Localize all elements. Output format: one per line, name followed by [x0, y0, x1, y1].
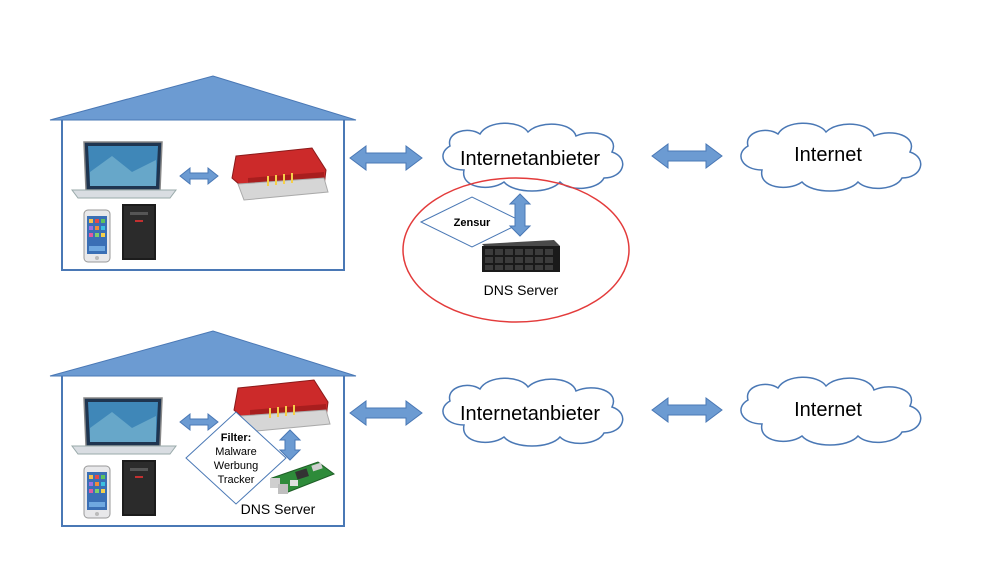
dns-server-label-top: DNS Server — [484, 282, 559, 298]
desktop-pc-icon — [122, 204, 156, 260]
arrow-isp-internet-top — [651, 143, 723, 169]
house-roof-bottom — [49, 330, 357, 377]
smartphone-icon — [83, 209, 111, 263]
house-walls-bottom — [61, 376, 345, 527]
dns-server-label-bottom: DNS Server — [241, 501, 316, 517]
raspberry-pi-icon — [270, 461, 336, 494]
internet-label-bottom: Internet — [794, 399, 862, 421]
house-top — [49, 75, 357, 271]
router-icon — [231, 147, 329, 201]
filter-diamond — [185, 411, 287, 505]
arrow-isp-internet-bottom — [651, 397, 723, 423]
arrow-house-isp-bottom — [349, 400, 423, 426]
desktop-pc-icon — [122, 460, 156, 516]
isp-label-bottom: Internetanbieter — [460, 403, 600, 425]
censorship-highlight-circle — [402, 177, 630, 323]
dns-server-rack-icon — [482, 240, 560, 272]
filter-tracker-label: Tracker — [218, 474, 255, 486]
filter-title-label: Filter: — [221, 432, 252, 444]
laptop-icon — [71, 141, 177, 199]
arrow-router-dns-bottom — [278, 429, 302, 461]
filter-malware-label: Malware — [215, 446, 257, 458]
arrow-isp-dns-top — [508, 193, 532, 237]
filter-werbung-label: Werbung — [214, 460, 258, 472]
isp-label-top: Internetanbieter — [460, 148, 600, 170]
arrow-house-isp-top — [349, 145, 423, 171]
arrow-laptop-router-top — [179, 166, 219, 186]
laptop-icon — [71, 397, 177, 455]
smartphone-icon — [83, 465, 111, 519]
internet-label-top: Internet — [794, 144, 862, 166]
house-bottom — [49, 330, 357, 527]
censorship-label: Zensur — [454, 217, 491, 229]
house-roof-top — [49, 75, 357, 121]
arrow-laptop-router-bottom — [179, 412, 219, 432]
house-walls-top — [61, 120, 345, 271]
